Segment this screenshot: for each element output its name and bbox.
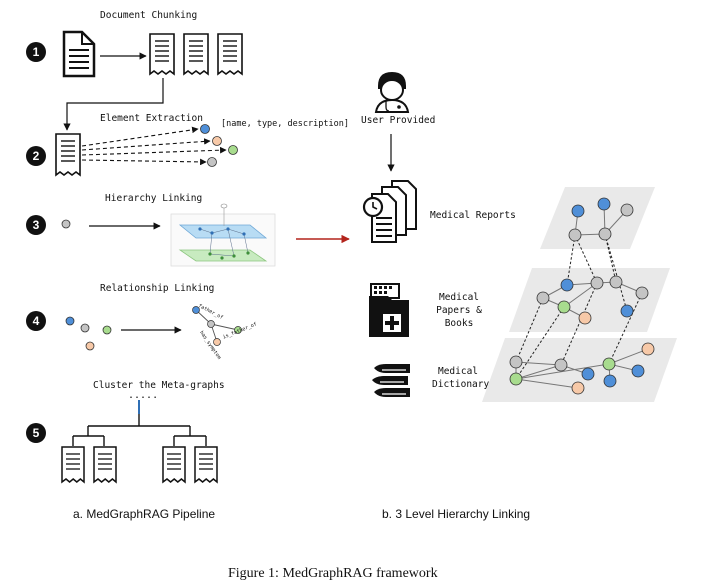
entity-node-gray [207, 157, 217, 167]
chunk-icon [183, 33, 209, 76]
level-label-medical-papers: Medical Papers & Books [436, 292, 482, 329]
step-number-1: 1 [26, 42, 46, 62]
step-number-4: 4 [26, 311, 46, 331]
cluster-tree [72, 414, 207, 446]
chunk-to-extraction-connector [63, 78, 164, 131]
hierarchy-caption: b. 3 Level Hierarchy Linking [382, 507, 531, 521]
entity-node-peach [85, 341, 95, 351]
step-number-2: 2 [26, 146, 46, 166]
step-label-hierarchy-linking: Hierarchy Linking [105, 193, 203, 204]
step-label-document-chunking: Document Chunking [100, 10, 198, 21]
entity-node-gray [80, 323, 90, 333]
chunk-icon [217, 33, 243, 76]
doctor-icon [374, 72, 410, 113]
relationship-graph [192, 306, 242, 346]
ellipsis-label: ..... [128, 390, 159, 401]
three-level-graph [482, 187, 677, 402]
entity-node-blue [200, 124, 210, 134]
step-number-3: 3 [26, 215, 46, 235]
level-label-medical-dictionary: Medical Dictionary [432, 366, 490, 390]
entity-node-gray [61, 219, 71, 229]
chunk-icon [55, 133, 81, 177]
entity-node-blue [65, 316, 75, 326]
figure-caption: Figure 1: MedGraphRAG framework [228, 566, 438, 581]
chunk-icon [194, 446, 218, 484]
extraction-tuple-label: [name, type, description] [221, 119, 349, 129]
step-label-relationship-linking: Relationship Linking [100, 283, 215, 294]
chunk-icon [162, 446, 186, 484]
step-label-element-extraction: Element Extraction [100, 113, 203, 124]
entity-node-green [102, 325, 112, 335]
source-document-icon [62, 30, 96, 78]
pipeline-caption: a. MedGraphRAG Pipeline [73, 507, 216, 521]
medical-reports-icon [362, 180, 417, 243]
medical-papers-icon [369, 283, 409, 337]
dictionary-books-icon [372, 364, 410, 397]
level-label-medical-reports: Medical Reports [430, 210, 516, 221]
chunk-icon [93, 446, 117, 484]
entity-node-peach [212, 136, 222, 146]
stacked-graph-layers [170, 203, 276, 267]
extraction-dashed-arrows [81, 126, 227, 166]
step-label-cluster-meta-graphs: Cluster the Meta-graphs [93, 380, 225, 391]
chunk-icon [149, 33, 175, 76]
entity-node-green [228, 145, 238, 155]
chunk-icon [61, 446, 85, 484]
user-provided-label: User Provided [361, 115, 436, 126]
step-number-5: 5 [26, 423, 46, 443]
